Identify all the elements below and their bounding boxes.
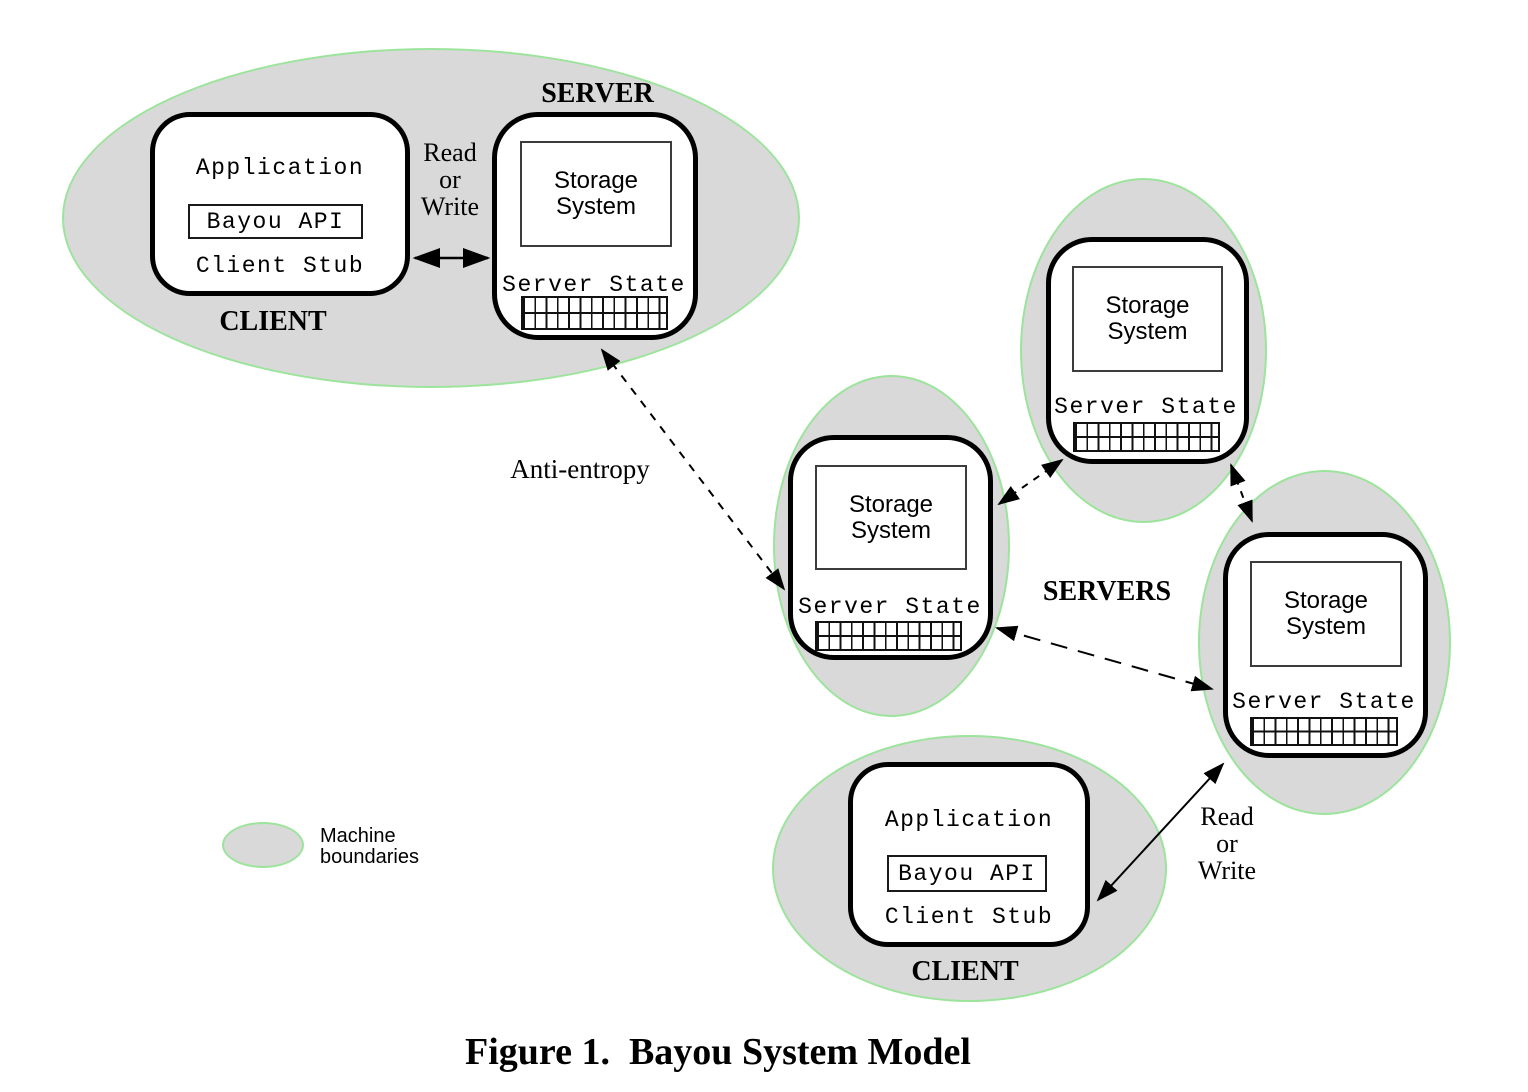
storage-system-box-2: Storage System (815, 465, 967, 570)
figure-caption: Figure 1. Bayou System Model (465, 1031, 971, 1073)
storage-line1: Storage (848, 490, 934, 518)
legend-label: Machine boundaries (320, 826, 480, 868)
client-title-bottom: CLIENT (911, 956, 1019, 987)
client-box-bottom (848, 762, 1090, 947)
application-label-top: Application (195, 155, 365, 181)
anti-entropy-arrow-topright-bottomright (1230, 463, 1253, 523)
or-line: or (439, 165, 461, 194)
server-state-label-4: Server State (1232, 689, 1416, 715)
read-write-arrow-bottom (1096, 762, 1225, 902)
bayou-api-box-bottom: Bayou API (887, 855, 1047, 892)
anti-entropy-arrow-middle-topright (997, 458, 1064, 506)
legend-line1: Machine (320, 825, 396, 847)
storage-system-box-3: Storage System (1072, 266, 1223, 372)
storage-line2: System (1107, 318, 1188, 345)
bayou-api-label-top: Bayou API (206, 208, 345, 235)
servers-title: SERVERS (1042, 576, 1172, 607)
server-title: SERVER (541, 78, 654, 109)
legend-line2: boundaries (320, 846, 419, 868)
client-stub-label-top: Client Stub (195, 253, 365, 279)
read-line: Read (1200, 802, 1254, 831)
bayou-api-label-bottom: Bayou API (898, 860, 1036, 887)
client-stub-label-bottom: Client Stub (884, 904, 1054, 930)
server-state-label-2: Server State (798, 594, 982, 620)
server-state-grid-3 (1073, 422, 1220, 452)
anti-entropy-label: Anti-entropy (510, 454, 650, 484)
anti-entropy-arrow-middle-bottomright (995, 625, 1214, 692)
application-label-bottom: Application (884, 807, 1054, 833)
storage-line2: System (555, 193, 636, 220)
storage-line1: Storage (553, 167, 639, 194)
storage-line1: Storage (1283, 587, 1369, 614)
or-line: or (1216, 829, 1238, 858)
storage-line1: Storage (1105, 292, 1190, 319)
anti-entropy-arrow (600, 348, 786, 591)
read-or-write-label-top: Read or Write (395, 139, 505, 220)
server-state-label-1: Server State (502, 272, 686, 298)
read-line: Read (423, 138, 477, 167)
legend-machine-boundary-swatch (222, 822, 304, 868)
write-line: Write (420, 192, 480, 221)
write-line: Write (1197, 856, 1257, 885)
storage-system-box-4: Storage System (1250, 561, 1402, 667)
server-state-grid-2 (815, 621, 962, 651)
storage-line2: System (1285, 613, 1366, 640)
server-state-grid-1 (521, 296, 668, 330)
storage-line2: System (850, 516, 931, 544)
server-state-label-3: Server State (1054, 394, 1238, 420)
bayou-api-box-top: Bayou API (188, 204, 363, 239)
read-or-write-label-bottom: Read or Write (1172, 803, 1282, 884)
server-state-grid-4 (1250, 717, 1398, 746)
storage-system-box-1: Storage System (520, 141, 672, 247)
client-title-top: CLIENT (219, 306, 327, 337)
